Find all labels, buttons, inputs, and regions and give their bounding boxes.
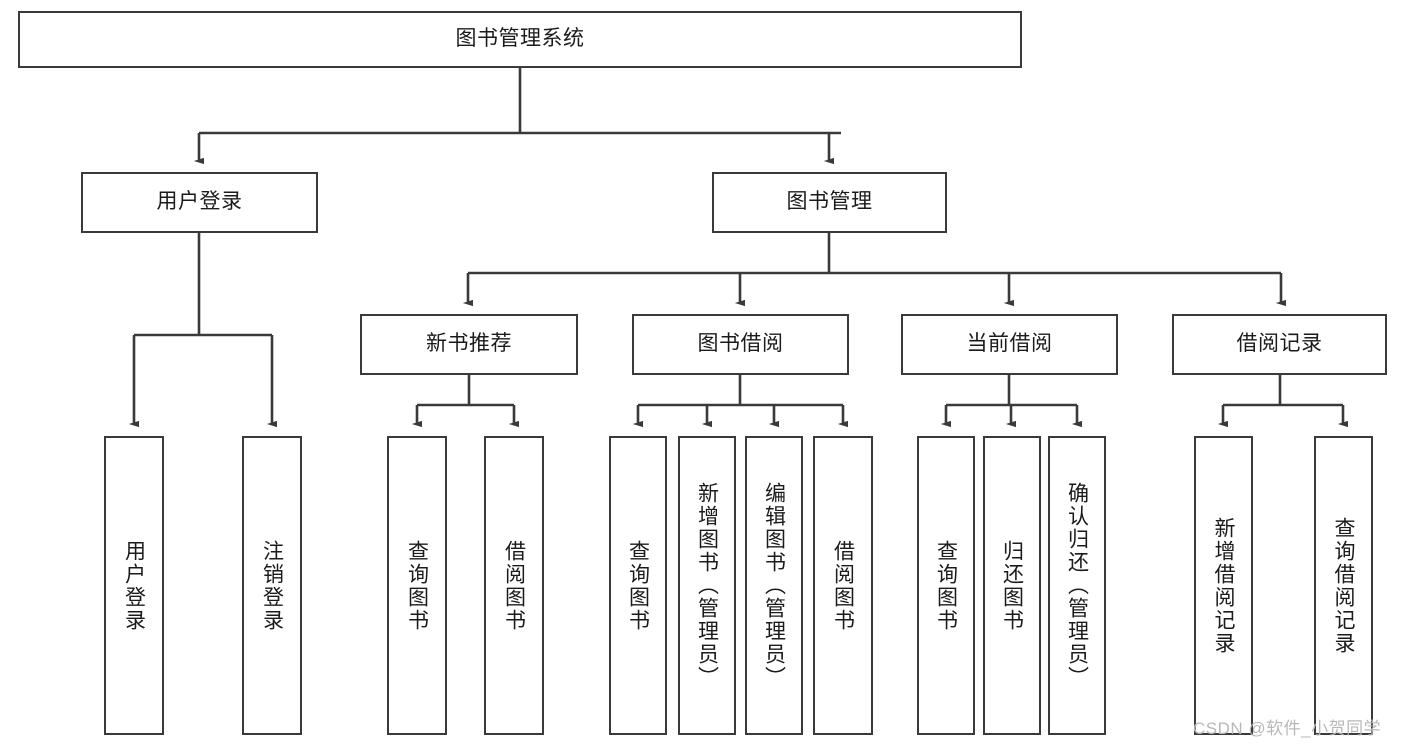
node-leaf-query-book-1-label: 查询图书 bbox=[405, 539, 429, 632]
node-current-borrow[interactable]: 当前借阅 bbox=[901, 314, 1118, 375]
node-leaf-edit-book-label: 编辑图书（管理员） bbox=[762, 482, 786, 689]
node-borrow-record[interactable]: 借阅记录 bbox=[1172, 314, 1387, 375]
node-leaf-logout-login[interactable]: 注销登录 bbox=[242, 436, 302, 735]
node-leaf-confirm-return-label: 确认归还（管理员） bbox=[1065, 482, 1089, 689]
node-leaf-query-book-2[interactable]: 查询图书 bbox=[609, 436, 667, 735]
node-leaf-add-record[interactable]: 新增借阅记录 bbox=[1194, 436, 1253, 735]
node-book-manage-label: 图书管理 bbox=[786, 190, 873, 214]
node-book-borrow-label: 图书借阅 bbox=[697, 332, 784, 356]
node-leaf-query-book-1[interactable]: 查询图书 bbox=[387, 436, 447, 735]
node-book-borrow[interactable]: 图书借阅 bbox=[632, 314, 849, 375]
node-new-book-recommend[interactable]: 新书推荐 bbox=[360, 314, 578, 375]
node-leaf-user-login[interactable]: 用户登录 bbox=[104, 436, 164, 735]
node-leaf-borrow-book-1[interactable]: 借阅图书 bbox=[484, 436, 544, 735]
node-leaf-query-record-label: 查询借阅记录 bbox=[1332, 516, 1355, 655]
node-leaf-return-book-label: 归还图书 bbox=[1000, 539, 1024, 632]
node-root[interactable]: 图书管理系统 bbox=[18, 11, 1022, 68]
node-user-login-label: 用户登录 bbox=[156, 190, 243, 214]
node-leaf-borrow-book-1-label: 借阅图书 bbox=[502, 539, 526, 632]
node-user-login[interactable]: 用户登录 bbox=[81, 172, 318, 233]
node-leaf-logout-login-label: 注销登录 bbox=[260, 539, 284, 632]
node-leaf-borrow-book-2-label: 借阅图书 bbox=[831, 539, 855, 632]
csdn-watermark: CSDN @软件_小贺同学 bbox=[1193, 719, 1382, 738]
node-leaf-borrow-book-2[interactable]: 借阅图书 bbox=[813, 436, 873, 735]
node-leaf-query-book-3-label: 查询图书 bbox=[934, 539, 958, 632]
node-leaf-add-book-label: 新增图书（管理员） bbox=[695, 482, 719, 689]
node-leaf-query-record[interactable]: 查询借阅记录 bbox=[1314, 436, 1373, 735]
node-leaf-confirm-return[interactable]: 确认归还（管理员） bbox=[1048, 436, 1106, 735]
node-leaf-user-login-label: 用户登录 bbox=[122, 539, 146, 632]
node-leaf-edit-book[interactable]: 编辑图书（管理员） bbox=[745, 436, 803, 735]
node-leaf-return-book[interactable]: 归还图书 bbox=[983, 436, 1041, 735]
node-book-manage[interactable]: 图书管理 bbox=[712, 172, 947, 233]
node-root-label: 图书管理系统 bbox=[455, 27, 585, 51]
node-leaf-add-book[interactable]: 新增图书（管理员） bbox=[678, 436, 736, 735]
node-new-book-recommend-label: 新书推荐 bbox=[426, 332, 512, 356]
node-leaf-query-book-3[interactable]: 查询图书 bbox=[917, 436, 975, 735]
node-leaf-add-record-label: 新增借阅记录 bbox=[1212, 516, 1235, 655]
node-borrow-record-label: 借阅记录 bbox=[1236, 332, 1323, 356]
node-leaf-query-book-2-label: 查询图书 bbox=[626, 539, 650, 632]
node-current-borrow-label: 当前借阅 bbox=[966, 332, 1053, 356]
